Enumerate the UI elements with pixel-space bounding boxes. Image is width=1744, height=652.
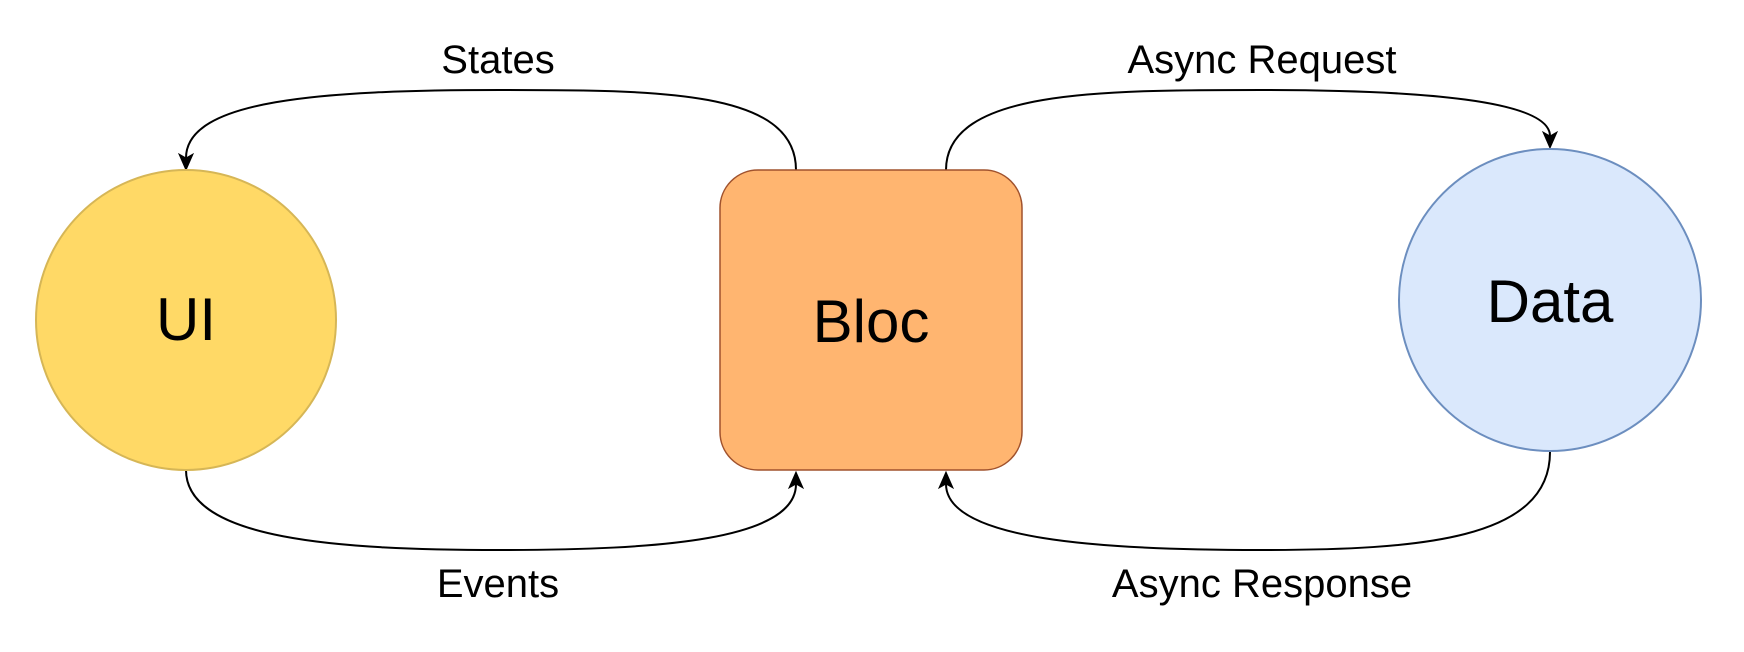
- async-response-label: Async Response: [1112, 562, 1412, 606]
- events-edge: [185, 469, 797, 552]
- bloc-node-label: Bloc: [813, 288, 930, 355]
- data-node-label: Data: [1487, 268, 1614, 335]
- data-node: [1398, 148, 1702, 452]
- async-request-arrowhead: [1541, 130, 1559, 150]
- async-request-edge: [945, 88, 1551, 171]
- ui-node: [35, 169, 337, 471]
- states-edge: [185, 88, 797, 171]
- events-arrowhead: [787, 470, 805, 490]
- async-response-edge: [945, 451, 1551, 552]
- ui-node-label: UI: [156, 286, 216, 353]
- events-label: Events: [437, 562, 559, 606]
- states-label: States: [441, 38, 554, 82]
- async-response-arrowhead: [937, 470, 955, 490]
- bloc-node: [719, 169, 1023, 471]
- states-arrowhead: [177, 152, 195, 172]
- async-request-label: Async Request: [1127, 38, 1396, 82]
